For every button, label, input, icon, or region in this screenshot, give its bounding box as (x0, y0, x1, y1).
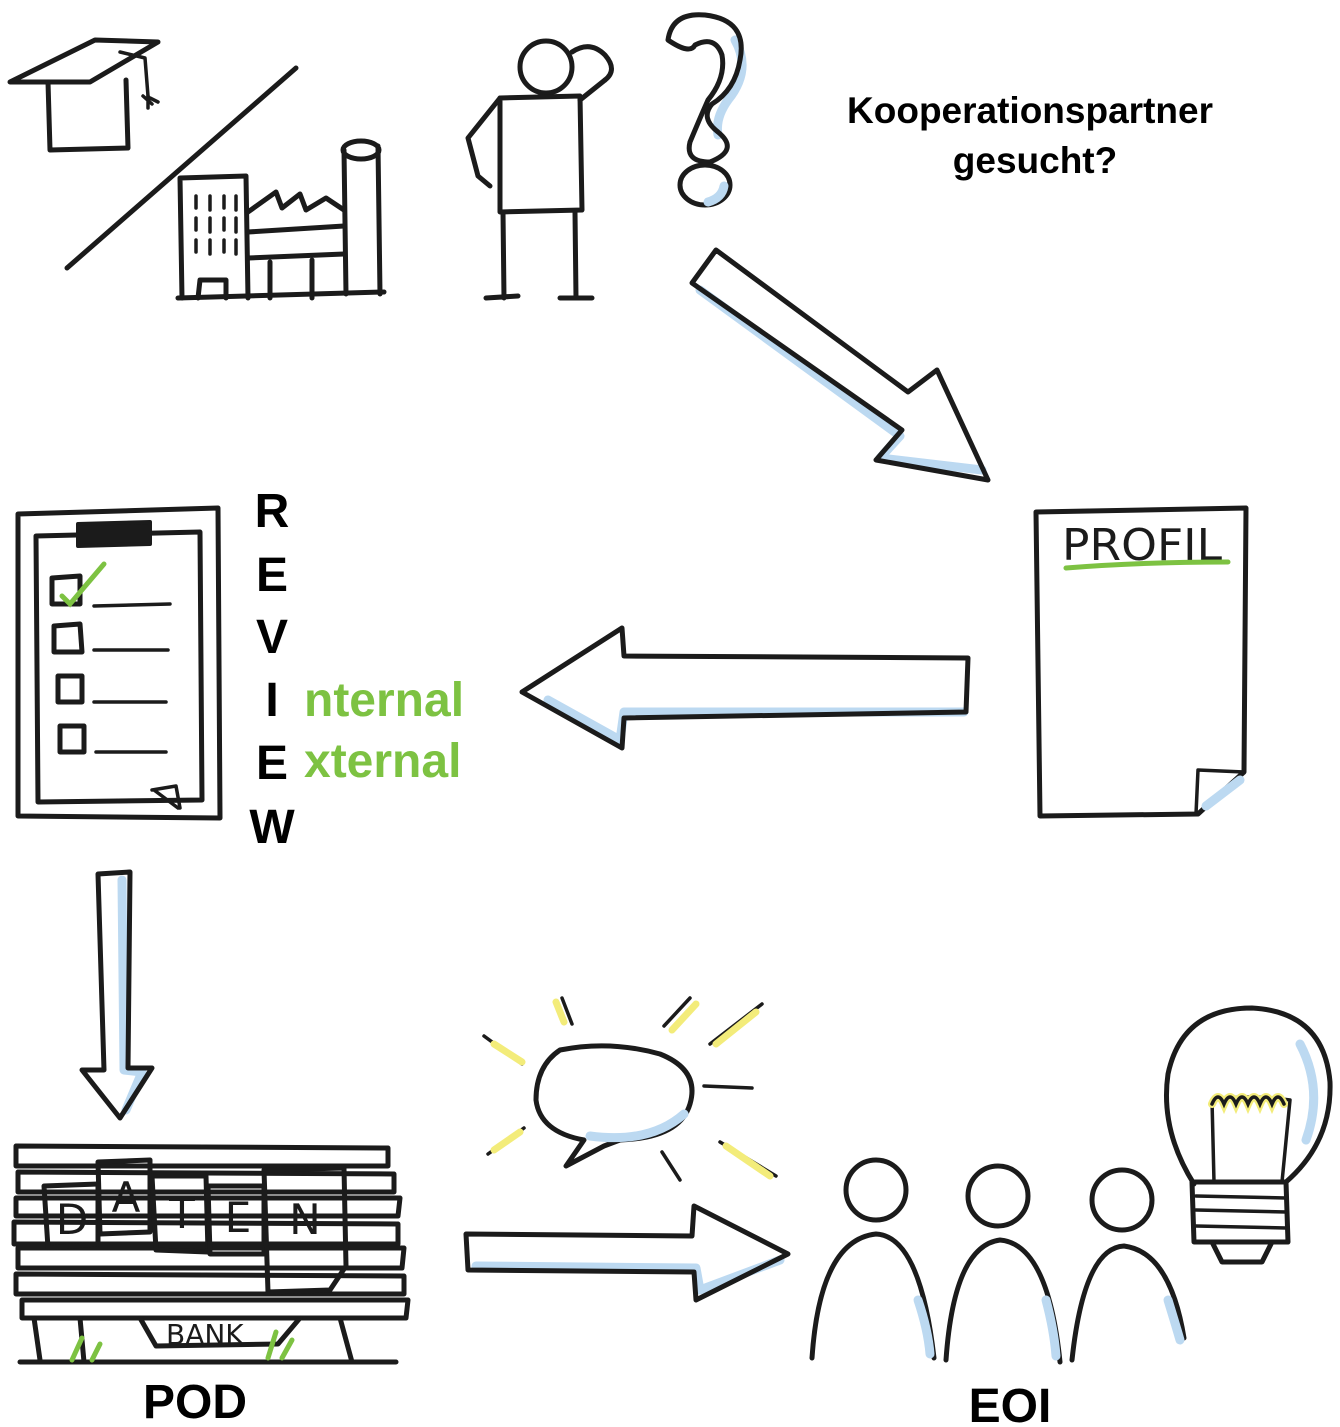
pod-caption: POD (143, 1376, 247, 1427)
daten-letter-n: N (289, 1195, 320, 1244)
factory-icon (175, 138, 387, 301)
review-letter-w: W (249, 801, 295, 854)
daten-letter-t: T (168, 1189, 195, 1238)
daten-letter-a: A (112, 1173, 141, 1222)
people-group-icon (809, 1157, 1187, 1365)
title-line-2: gesucht? (953, 140, 1117, 181)
question-mark-icon (665, 12, 747, 208)
review-letter-i: I (265, 674, 278, 727)
review-letter-r: R (255, 485, 290, 538)
daten-letter-d: D (56, 1195, 88, 1244)
database-bench-icon: BANK D A T E N (11, 1143, 411, 1365)
thinking-person-icon (465, 38, 614, 301)
arrow-to-database (79, 869, 155, 1121)
graduation-cap-icon (7, 37, 161, 153)
review-acronym: R E V I E W nternal xternal (249, 485, 464, 854)
speech-bubble-icon (482, 996, 778, 1182)
profile-underline (1063, 559, 1231, 571)
clipboard-checklist-icon (15, 505, 223, 821)
arrow-to-eoi (463, 1203, 791, 1303)
bench-label: BANK (166, 1318, 244, 1351)
divider-slash (64, 65, 299, 271)
daten-letter-e: E (225, 1193, 252, 1242)
eoi-caption: EOI (969, 1380, 1052, 1427)
lightbulb-icon (1163, 1005, 1333, 1265)
review-letter-e2: E (256, 737, 288, 790)
arrow-to-profile (689, 247, 991, 483)
review-letter-e: E (256, 549, 288, 602)
review-external: xternal (304, 735, 461, 788)
academia-industry-icon (7, 37, 387, 301)
title-line-1: Kooperationspartner (847, 90, 1213, 131)
arrow-to-review (519, 625, 971, 751)
profile-document-icon: PROFIL (1033, 505, 1249, 819)
review-letter-v: V (256, 611, 288, 664)
review-internal: nternal (304, 674, 464, 727)
